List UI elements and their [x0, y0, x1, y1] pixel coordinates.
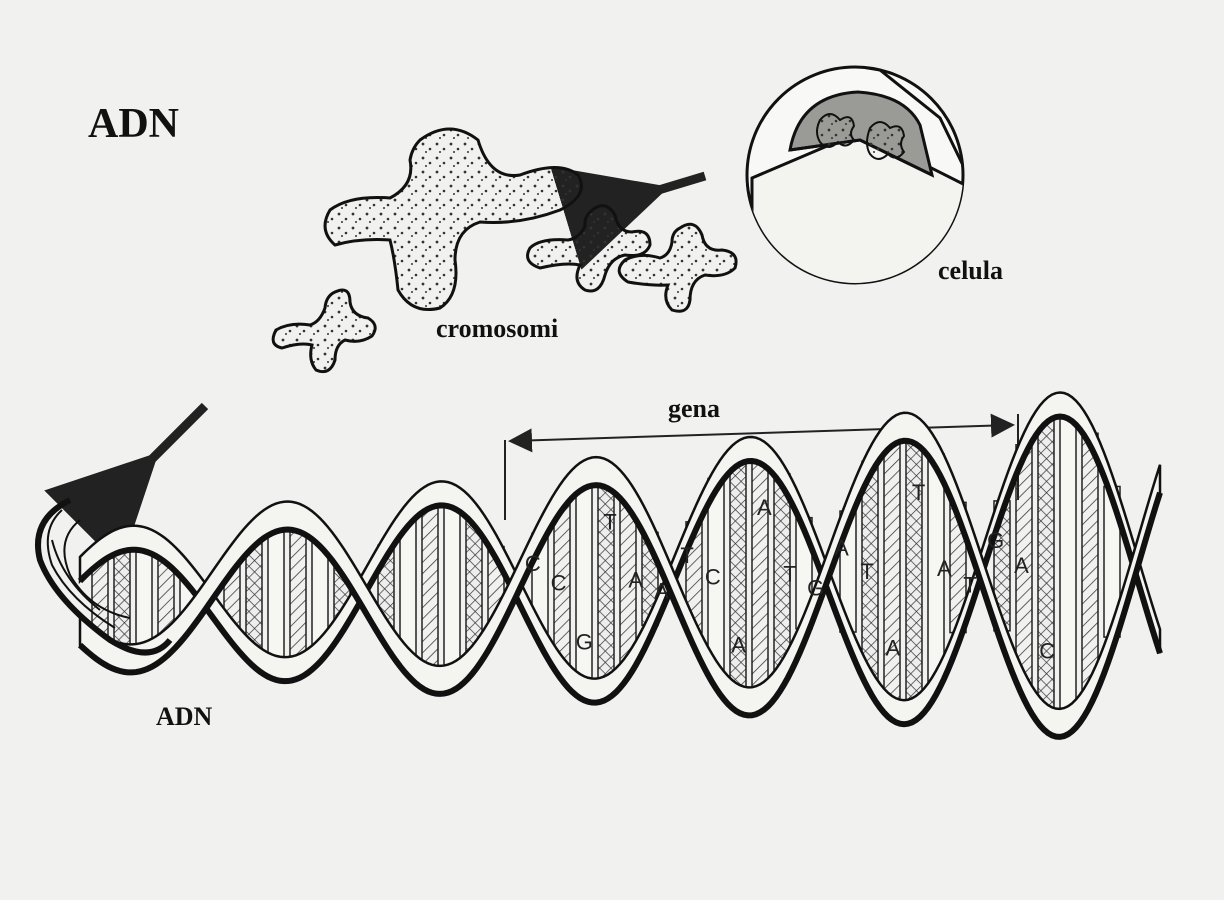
- base-letter: A: [731, 632, 746, 657]
- base-letter: A: [757, 495, 772, 520]
- chromosomes-label: cromosomi: [436, 314, 559, 343]
- dna-label: ADN: [156, 702, 213, 731]
- base-letter: T: [680, 543, 693, 568]
- base-letter: T: [963, 573, 976, 598]
- base-letter: C: [525, 551, 541, 576]
- base-letter: A: [834, 535, 849, 560]
- base-letter: A: [886, 636, 901, 661]
- base-pair-rung: [597, 472, 615, 689]
- arrow-chromosomes-to-dna: [44, 402, 209, 567]
- base-pair-rung: [421, 495, 439, 679]
- helix-strands: [77, 391, 1163, 740]
- base-pairs: [91, 405, 1121, 722]
- helix-strand-front-shadow: [77, 437, 1163, 740]
- base-letter: A: [1014, 553, 1029, 578]
- base-pair-rung: [267, 516, 285, 669]
- base-letter: A: [654, 578, 669, 603]
- cell-label: celula: [938, 256, 1003, 285]
- page-title: ADN: [88, 101, 179, 147]
- base-pair-rung: [1081, 432, 1099, 693]
- base-pair-rung: [1037, 410, 1055, 719]
- base-pair-rung: [575, 473, 593, 689]
- cell-chromosome-2: [866, 121, 906, 160]
- base-pair-rung: [751, 450, 769, 700]
- base-letter: C: [1039, 639, 1055, 664]
- base-letter: G: [807, 575, 824, 600]
- base-letter: T: [603, 510, 616, 535]
- chromosome-small: [271, 288, 377, 374]
- chromosome-large: [323, 127, 583, 311]
- chromosome-medium-2: [617, 222, 738, 313]
- base-pair-rung: [883, 431, 901, 709]
- base-letter: A: [628, 567, 643, 592]
- helix-coiled-end: [35, 497, 173, 656]
- gene-label: gena: [668, 394, 720, 423]
- base-letter: A: [937, 556, 952, 581]
- cell-chromosome-1: [816, 113, 856, 148]
- arrow-cell-to-chromosomes: [550, 166, 707, 270]
- base-pair-rung: [729, 452, 747, 699]
- base-pair-rung: [905, 428, 923, 711]
- base-letter: T: [912, 480, 925, 505]
- base-pair-rung: [289, 516, 307, 668]
- base-letter: T: [783, 562, 796, 587]
- base-pair-rung: [1059, 405, 1077, 722]
- chromosome-medium-1: [526, 204, 652, 293]
- base-letter: G: [987, 528, 1004, 553]
- base-letter: G: [576, 629, 593, 654]
- base-pair-rung: [113, 538, 131, 659]
- base-letter: C: [705, 565, 721, 590]
- base-letter: C: [551, 570, 567, 595]
- base-letter: T: [860, 559, 873, 584]
- base-pair-rung: [443, 494, 461, 678]
